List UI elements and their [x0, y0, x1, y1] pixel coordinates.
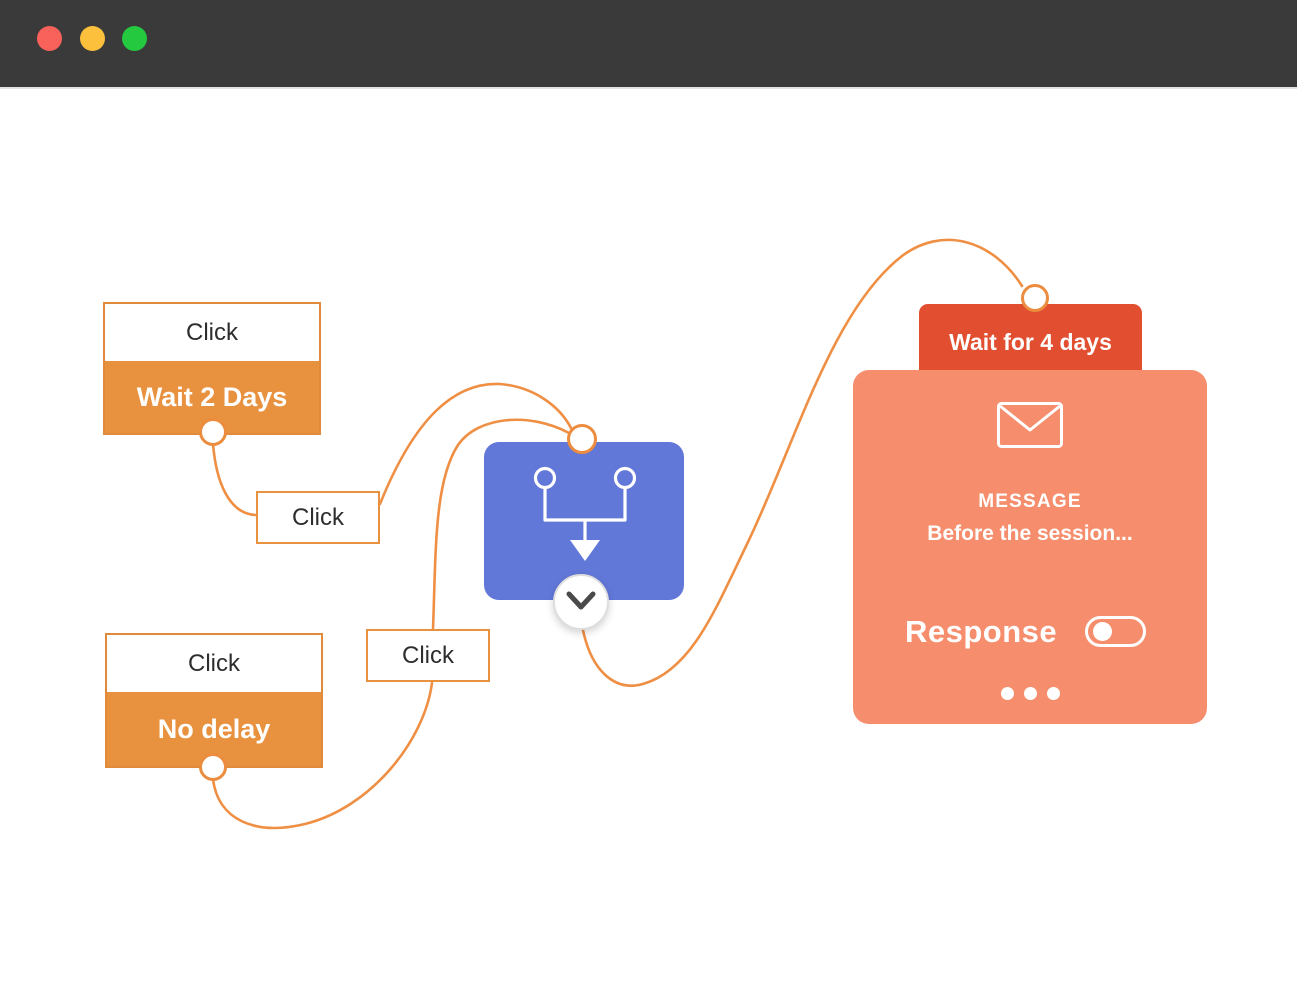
titlebar	[0, 0, 1297, 89]
response-toggle[interactable]	[1085, 616, 1146, 647]
event-node-click-2[interactable]: Click	[366, 629, 490, 682]
minimize-button[interactable]	[80, 26, 105, 51]
trigger-delay-label: No delay	[107, 692, 321, 766]
trigger-event-label: Click	[107, 635, 321, 692]
trigger-node-no-delay[interactable]: Click No delay	[105, 633, 323, 768]
wire-wait2days-to-click1	[211, 442, 258, 517]
message-title: MESSAGE	[978, 491, 1082, 512]
trigger-delay-label: Wait 2 Days	[105, 361, 319, 433]
event-node-label: Click	[292, 503, 344, 531]
wait-node-label: Wait for 4 days	[949, 328, 1112, 355]
trigger-node-wait-2-days[interactable]: Click Wait 2 Days	[103, 302, 321, 435]
event-node-click-1[interactable]: Click	[256, 491, 380, 544]
response-label: Response	[905, 614, 1058, 649]
wait-node[interactable]: Wait for 4 days	[919, 304, 1142, 380]
flow-canvas[interactable]: Click Wait 2 Days Click No delay Click C…	[0, 91, 1297, 1003]
toggle-knob	[1093, 622, 1112, 641]
message-node-card[interactable]: MESSAGE Before the session... Response	[853, 370, 1207, 724]
close-button[interactable]	[37, 26, 62, 51]
expand-branch-button[interactable]	[553, 574, 609, 630]
message-subtitle: Before the session...	[927, 522, 1133, 545]
trigger-event-label: Click	[105, 304, 319, 361]
zoom-button[interactable]	[122, 26, 147, 51]
envelope-icon	[997, 402, 1063, 448]
ellipsis-dots-icon[interactable]	[853, 687, 1207, 700]
event-node-label: Click	[402, 641, 454, 669]
chevron-down-icon	[566, 591, 596, 610]
